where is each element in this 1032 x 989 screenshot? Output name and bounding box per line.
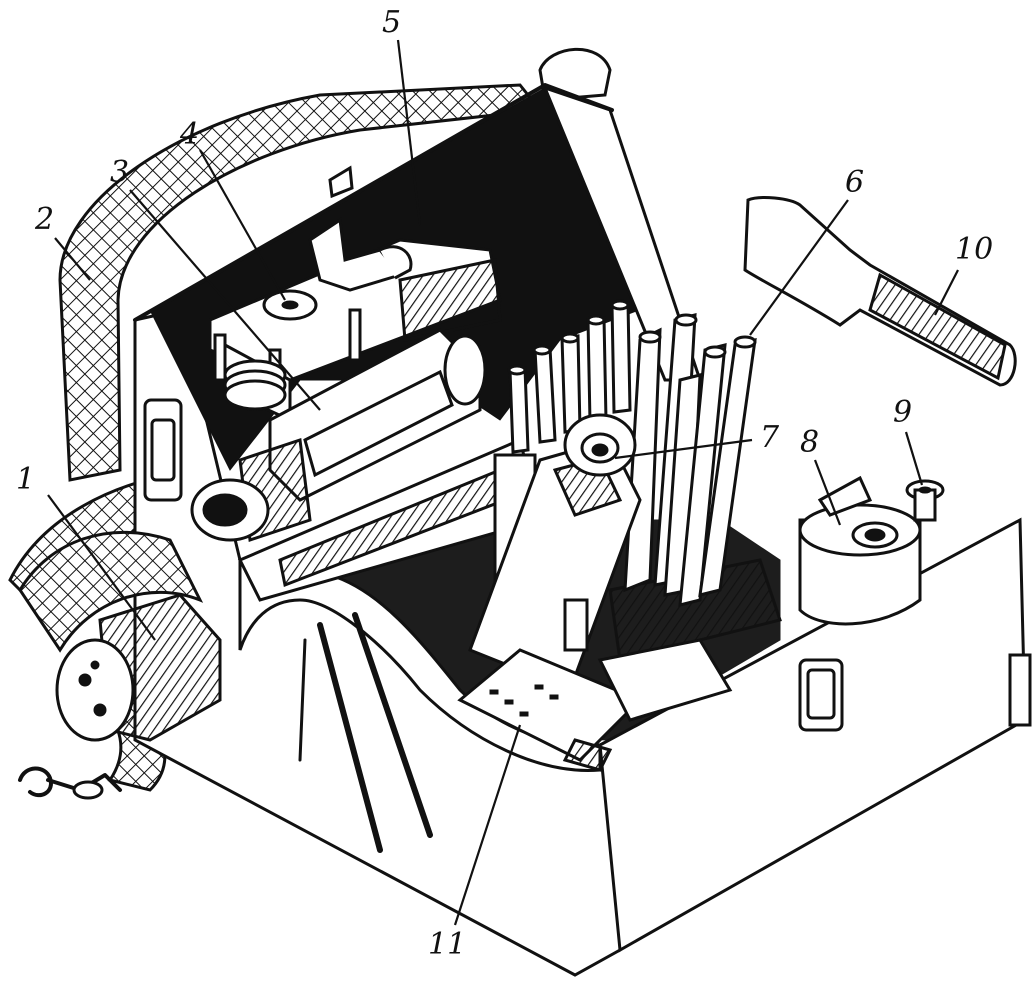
item-7-tube — [468, 413, 642, 692]
leader-5 — [396, 39, 422, 226]
callout-5: 5 — [382, 5, 402, 40]
callout-4: 4 — [180, 117, 200, 152]
callout-7: 7 — [760, 420, 780, 455]
callout-6: 6 — [845, 165, 865, 200]
leader-7 — [614, 438, 753, 460]
strap-hook — [18, 766, 122, 800]
leader-9 — [904, 431, 924, 486]
item-10-blade — [743, 196, 1017, 387]
item-5-block — [208, 217, 502, 423]
leader-1 — [47, 494, 156, 641]
item-8-cylinder — [798, 475, 922, 626]
callout-8: 8 — [800, 425, 820, 460]
item-9-screw — [905, 479, 945, 522]
callout-1: 1 — [16, 462, 36, 497]
item-11-card — [457, 598, 733, 772]
leader-lines — [47, 39, 959, 926]
callout-2: 2 — [35, 202, 55, 237]
leader-3 — [129, 189, 321, 411]
item-3-tube — [190, 328, 487, 543]
callout-11: 11 — [428, 927, 467, 962]
callout-9: 9 — [893, 395, 913, 430]
leader-11 — [453, 724, 522, 926]
strap-lower — [18, 530, 204, 653]
leader-2 — [54, 237, 91, 281]
leader-8 — [813, 459, 842, 526]
leader-4 — [199, 149, 286, 301]
item-1-cylinder — [55, 593, 222, 742]
callout-10: 10 — [955, 232, 994, 267]
leader-10 — [934, 269, 959, 316]
item-4-disc — [262, 289, 318, 321]
leader-6 — [749, 199, 849, 336]
callout-3: 3 — [110, 155, 130, 190]
